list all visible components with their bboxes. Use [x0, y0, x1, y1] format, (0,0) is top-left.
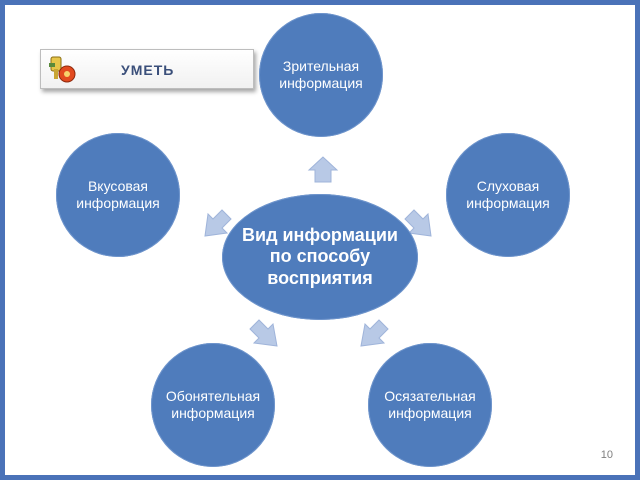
node-hearing-line-1: Слуховая	[476, 178, 540, 195]
arrow-up	[307, 156, 339, 183]
center-line-3: восприятия	[267, 267, 373, 288]
node-smell-line-1: Обонятельная	[165, 388, 261, 405]
node-smell-line-2: информация	[171, 405, 255, 421]
center-line-1: Вид информации	[242, 224, 398, 245]
node-taste: Вкусовая информация	[56, 133, 180, 257]
page-number: 10	[600, 449, 613, 461]
node-touch-line-1: Осязательная	[384, 388, 476, 405]
node-visual: Зрительная информация	[259, 13, 383, 137]
arrow-up-left	[204, 209, 232, 237]
node-taste-line-1: Вкусовая	[87, 178, 149, 195]
center-node: Вид информации по способу восприятия	[222, 194, 418, 320]
badge-label: УМЕТЬ	[121, 62, 175, 78]
center-line-2: по способу	[269, 246, 371, 267]
node-visual-line-1: Зрительная	[282, 58, 360, 75]
arrow-down-right	[360, 319, 389, 347]
node-touch-line-2: информация	[388, 405, 472, 421]
node-hearing: Слуховая информация	[446, 133, 570, 257]
node-touch: Осязательная информация	[368, 343, 492, 467]
node-smell: Обонятельная информация	[151, 343, 275, 467]
keys-and-lock-icon	[49, 56, 76, 83]
node-taste-line-2: информация	[76, 195, 160, 211]
node-hearing-line-2: информация	[466, 195, 550, 211]
arrow-down-left	[249, 319, 278, 347]
arrows-layer	[204, 156, 432, 347]
umet-badge: УМЕТЬ	[40, 49, 254, 89]
node-visual-line-2: информация	[279, 75, 363, 91]
